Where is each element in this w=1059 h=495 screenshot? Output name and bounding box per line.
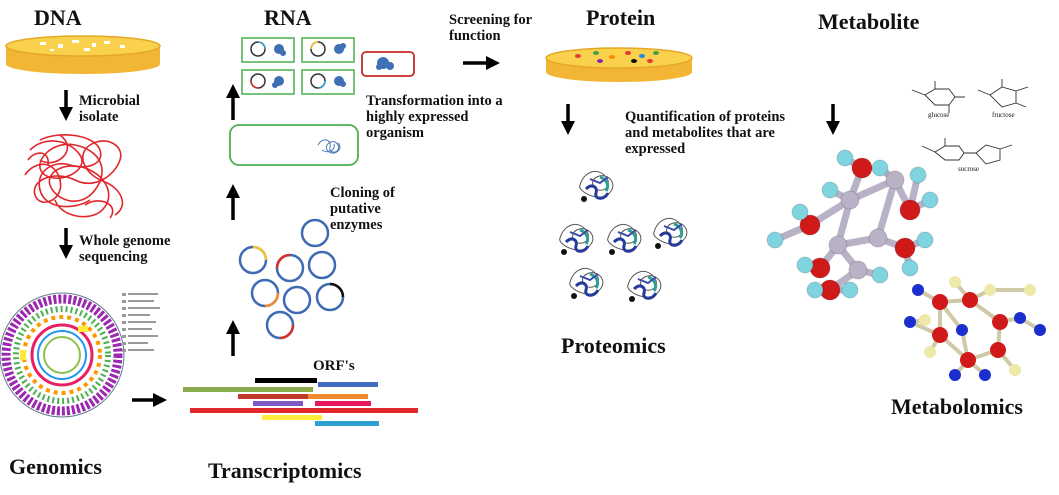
genome-map-image	[0, 292, 160, 418]
metabolite-molecule-model	[766, 149, 939, 301]
orf-bars	[183, 378, 418, 426]
dna-strand-image	[24, 134, 124, 219]
dna-header: DNA	[34, 5, 82, 30]
transcriptomics-label: Transcriptomics	[208, 458, 362, 483]
metabolomics-molecule-model	[904, 276, 1046, 381]
protein-ribbon-1	[579, 170, 614, 202]
dna-petri-dish	[5, 35, 161, 74]
glucose-label: glucose	[928, 111, 950, 119]
protein-ribbon-5	[569, 267, 604, 299]
protein-ribbon-4	[653, 217, 688, 249]
protein-petri-dish	[545, 47, 693, 82]
protein-ribbon-6	[627, 270, 662, 302]
proteomics-label: Proteomics	[561, 333, 666, 358]
microbial-isolate-caption: Microbial isolate	[79, 93, 140, 125]
plasmid-circles	[238, 218, 345, 340]
protein-structures	[559, 170, 688, 302]
screening-caption: Screening for function	[449, 12, 532, 44]
fructose-label: fructose	[992, 111, 1015, 119]
sucrose-label: sucrose	[958, 165, 979, 173]
metabolite-header: Metabolite	[818, 9, 920, 34]
cloning-caption: Cloning of putative enzymes	[330, 185, 395, 233]
host-cell-boxes	[229, 37, 415, 166]
protein-ribbon-2	[559, 223, 594, 255]
whole-genome-caption: Whole genome sequencing	[79, 233, 171, 265]
sugar-structures	[911, 79, 1029, 165]
transformation-caption: Transformation into a highly expressed o…	[366, 93, 503, 141]
metabolomics-label: Metabolomics	[891, 394, 1023, 419]
rna-header: RNA	[264, 5, 312, 30]
protein-header: Protein	[586, 5, 656, 30]
genomics-label: Genomics	[9, 454, 102, 479]
protein-ribbon-3	[607, 223, 642, 255]
quantification-caption: Quantification of proteins and metabolit…	[625, 109, 786, 157]
orfs-caption: ORF's	[313, 358, 355, 374]
